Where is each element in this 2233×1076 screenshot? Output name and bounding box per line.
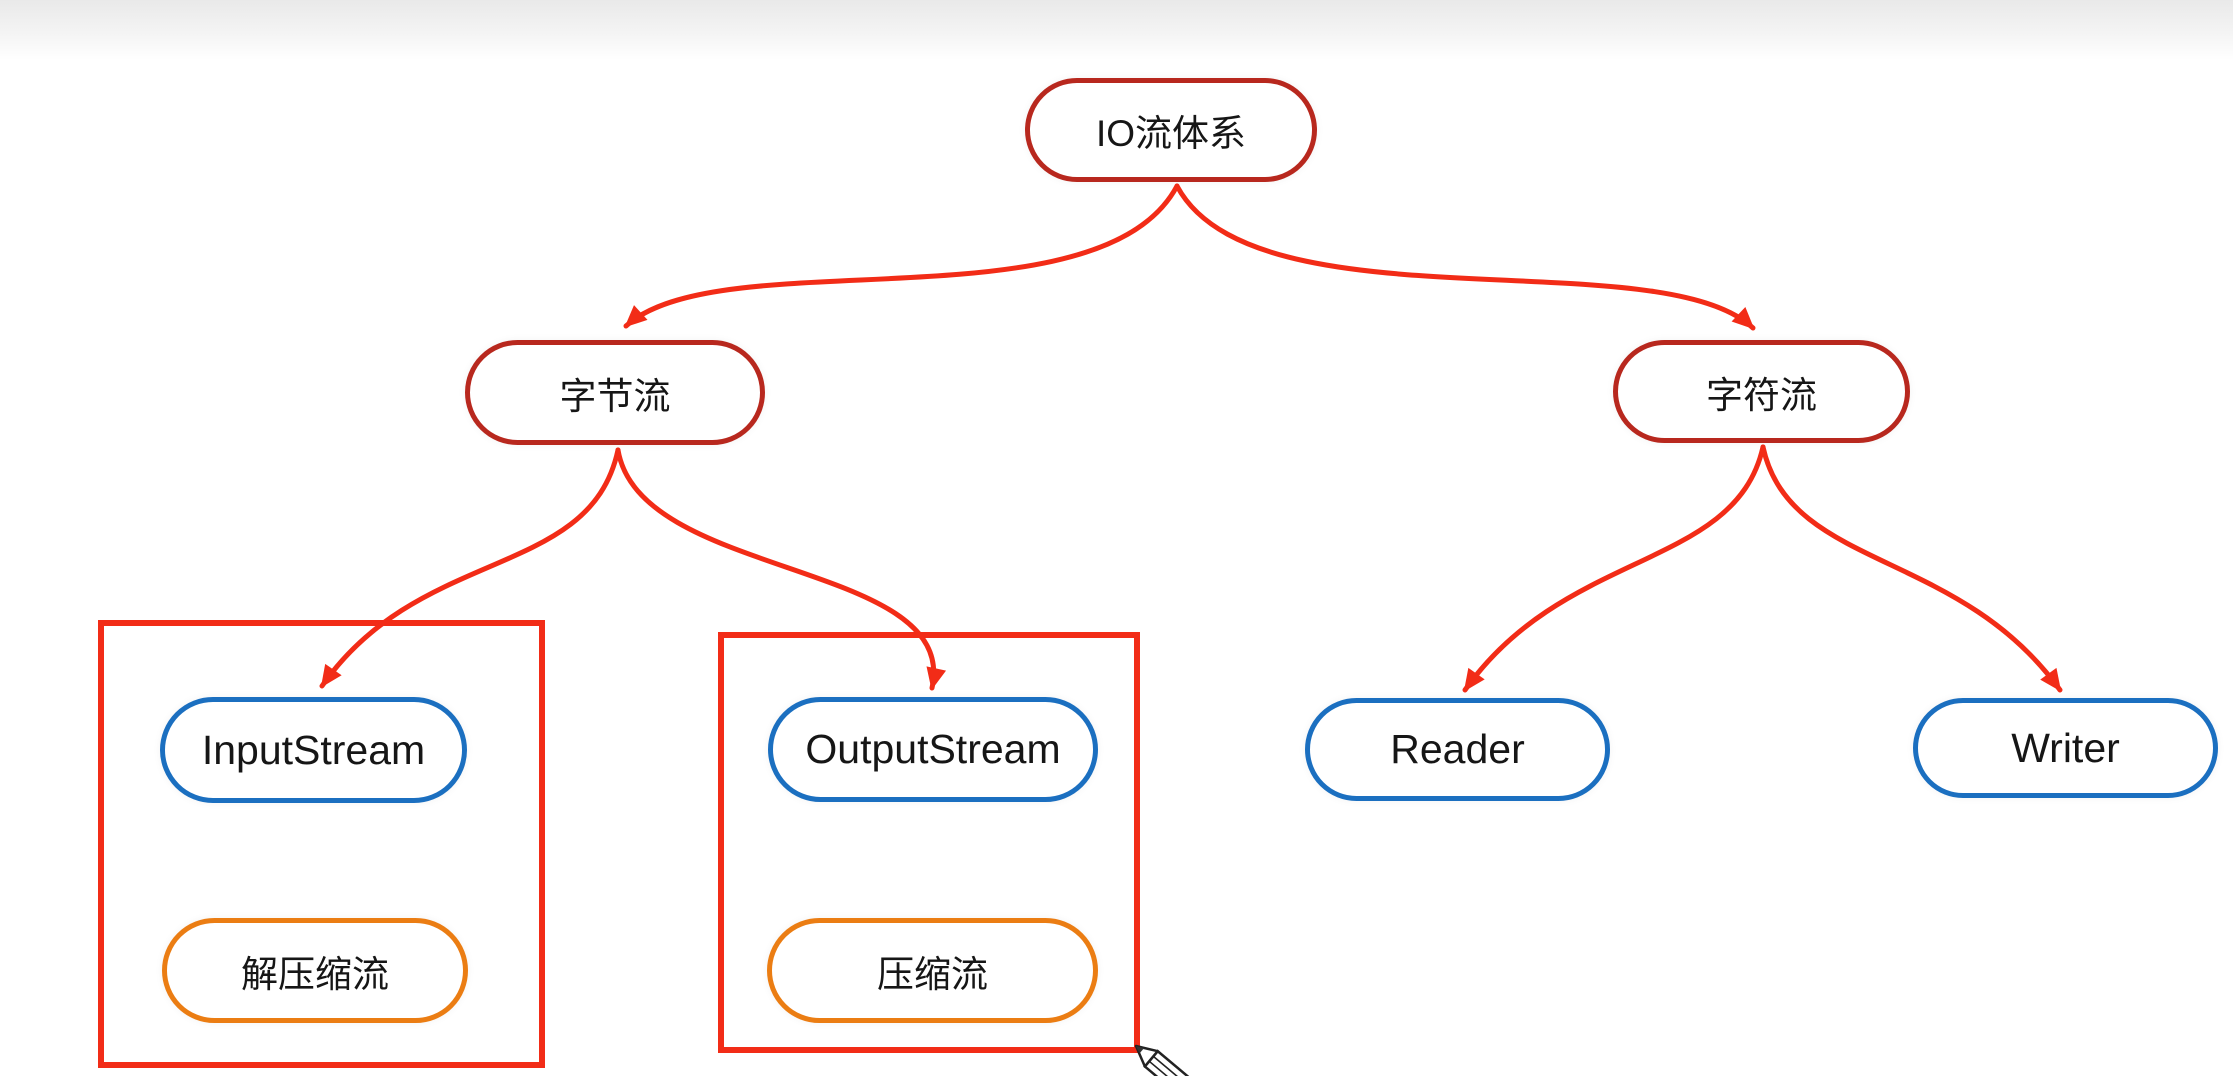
edge-char-stream-to-writer <box>1760 444 2063 693</box>
node-outputstream: OutputStream <box>768 697 1098 802</box>
group-box-input-side <box>98 620 545 1068</box>
edge-char-stream-to-reader <box>1462 444 1766 693</box>
node-decompress-stream: 解压缩流 <box>162 918 468 1023</box>
top-gradient <box>0 0 2233 60</box>
node-inputstream: InputStream <box>160 697 467 803</box>
edge-byte-stream-to-input-stream <box>319 447 621 689</box>
edge-byte-stream-to-output-stream <box>615 447 947 691</box>
node-char-stream: 字符流 <box>1613 340 1910 443</box>
node-byte-stream: 字节流 <box>465 340 765 445</box>
edge-root-to-char-stream <box>1174 183 1756 331</box>
edge-root-to-byte-stream <box>623 183 1180 329</box>
node-reader: Reader <box>1305 698 1610 801</box>
node-writer: Writer <box>1913 698 2218 798</box>
node-io-stream-system: IO流体系 <box>1025 78 1317 182</box>
node-compress-stream: 压缩流 <box>767 918 1098 1023</box>
group-box-output-side <box>718 632 1140 1053</box>
